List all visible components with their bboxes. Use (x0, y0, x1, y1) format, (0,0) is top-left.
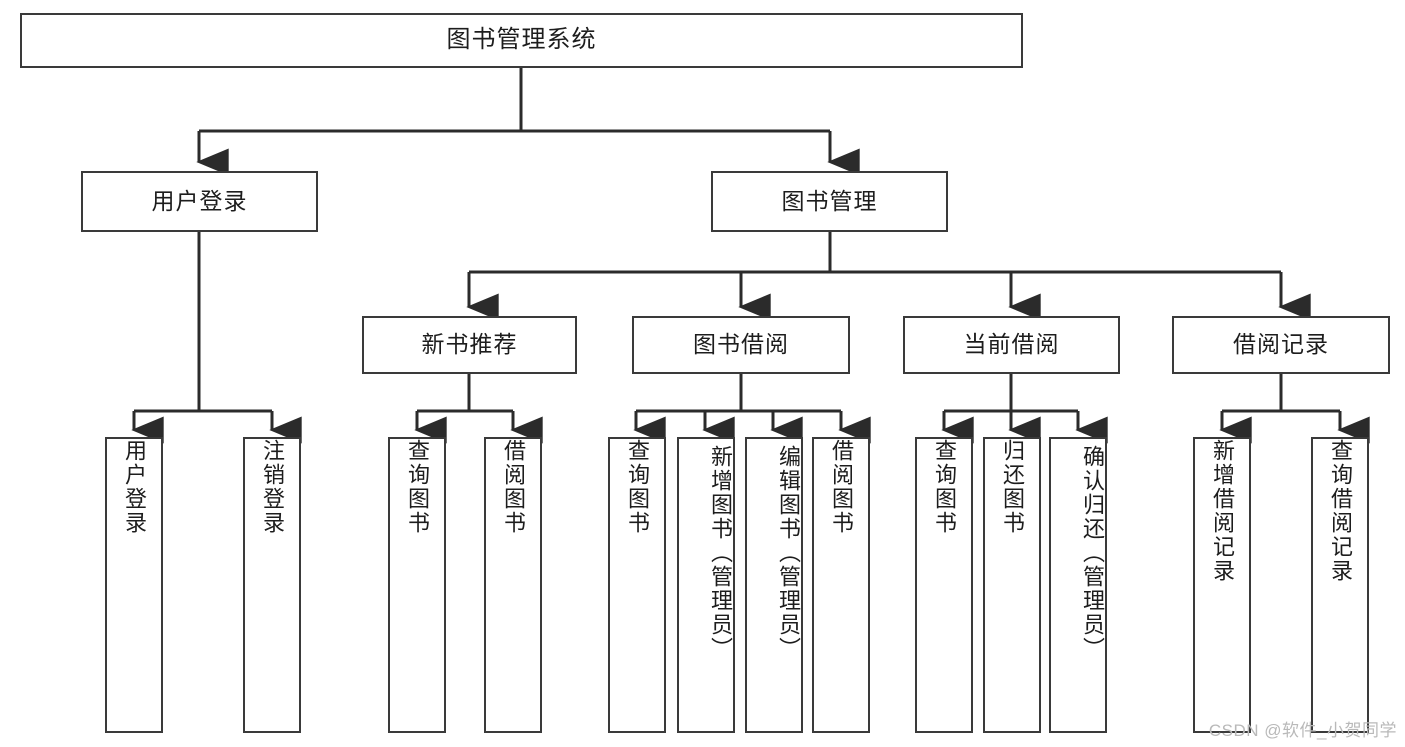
leaf-add-borrow-record[interactable]: 新增借阅记录 (1193, 437, 1251, 733)
leaf-add-book-admin[interactable]: 新增图书（管理员） (677, 437, 735, 733)
leaf-return-book[interactable]: 归还图书 (983, 437, 1041, 733)
node-user-login[interactable]: 用户登录 (81, 171, 318, 232)
node-borrow-record[interactable]: 借阅记录 (1172, 316, 1390, 374)
node-root[interactable]: 图书管理系统 (20, 13, 1023, 68)
leaf-confirm-return-admin[interactable]: 确认归还（管理员） (1049, 437, 1107, 733)
node-new-book-recommend[interactable]: 新书推荐 (362, 316, 577, 374)
leaf-logout-login[interactable]: 注销登录 (243, 437, 301, 733)
leaf-user-login[interactable]: 用户登录 (105, 437, 163, 733)
node-book-borrow[interactable]: 图书借阅 (632, 316, 850, 374)
leaf-edit-book-admin[interactable]: 编辑图书（管理员） (745, 437, 803, 733)
leaf-query-book-borrow[interactable]: 查询图书 (608, 437, 666, 733)
leaf-query-borrow-record[interactable]: 查询借阅记录 (1311, 437, 1369, 733)
leaf-borrow-book-borrow[interactable]: 借阅图书 (812, 437, 870, 733)
leaf-query-book-recommend[interactable]: 查询图书 (388, 437, 446, 733)
leaf-borrow-book-recommend[interactable]: 借阅图书 (484, 437, 542, 733)
node-book-manage[interactable]: 图书管理 (711, 171, 948, 232)
node-current-borrow[interactable]: 当前借阅 (903, 316, 1120, 374)
leaf-query-book-current[interactable]: 查询图书 (915, 437, 973, 733)
csdn-watermark: CSDN @软件_小贺同学 (1208, 721, 1397, 740)
